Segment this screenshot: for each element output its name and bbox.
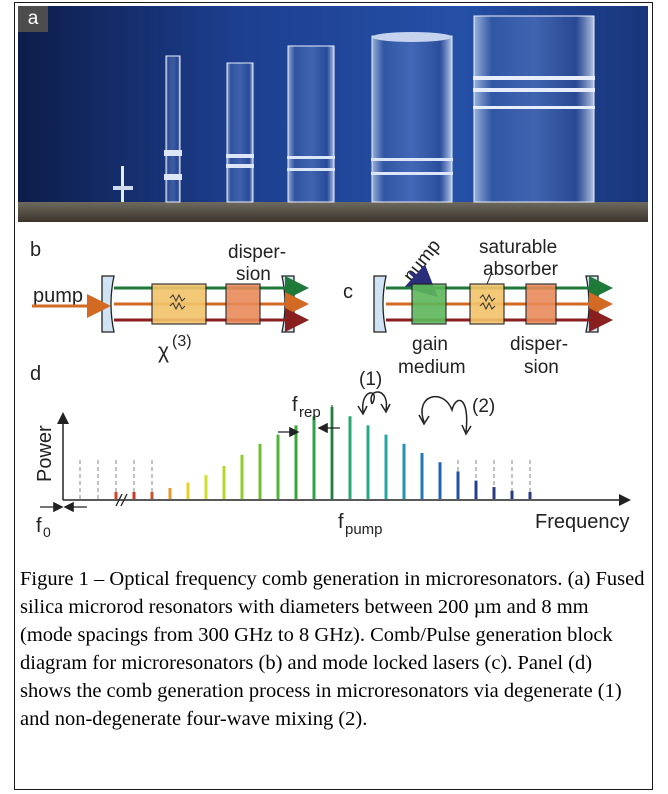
panel-label-c: c: [343, 281, 353, 303]
microrod-photo: [18, 6, 648, 222]
x-axis-label: Frequency: [535, 511, 630, 533]
frep-label: f: [292, 394, 298, 416]
mirror-left-c: [373, 275, 387, 333]
pump-label-b: pump: [33, 285, 83, 307]
dispersion-label-c-1: disper-: [510, 334, 568, 355]
saturable-absorber-block: [469, 283, 505, 325]
panel-label-a: a: [18, 6, 48, 32]
label-2: (2): [472, 396, 495, 417]
f0-subscript: 0: [43, 524, 51, 540]
schematic-diagrams: b pump disper- sion χ (3) c pump saturab…: [30, 236, 631, 540]
y-axis-label: Power: [34, 425, 56, 482]
panel-label-d: d: [30, 363, 41, 385]
figure-caption: Figure 1 – Optical frequency comb genera…: [20, 568, 645, 730]
gain-label-1: gain: [412, 334, 448, 355]
frep-subscript: rep: [299, 404, 321, 421]
dispersion-label-b-1: disper-: [228, 242, 286, 263]
mirror-left-b: [101, 275, 115, 333]
comb-spectrum: [79, 405, 532, 499]
panel-label-b: b: [30, 239, 41, 261]
nondegenerate-arc: [421, 395, 468, 433]
fpump-subscript: pump: [345, 521, 383, 538]
dispersion-block-c: [525, 283, 557, 325]
fpump-label: f: [338, 511, 344, 533]
dispersion-block-b: [225, 283, 261, 325]
saturable-label-2: absorber: [483, 259, 559, 280]
chi-label: χ: [158, 340, 169, 363]
saturable-label-1: saturable: [479, 237, 557, 258]
degenerate-arc: [362, 391, 388, 413]
f0-label: f: [36, 515, 42, 537]
dispersion-label-c-2: sion: [524, 357, 559, 378]
gain-label-2: medium: [398, 357, 466, 378]
label-1: (1): [359, 369, 382, 390]
pump-label-c: pump: [399, 236, 445, 286]
gain-medium-block: [411, 283, 447, 325]
chi-superscript: (3): [172, 333, 192, 350]
dispersion-label-b-2: sion: [236, 264, 271, 285]
